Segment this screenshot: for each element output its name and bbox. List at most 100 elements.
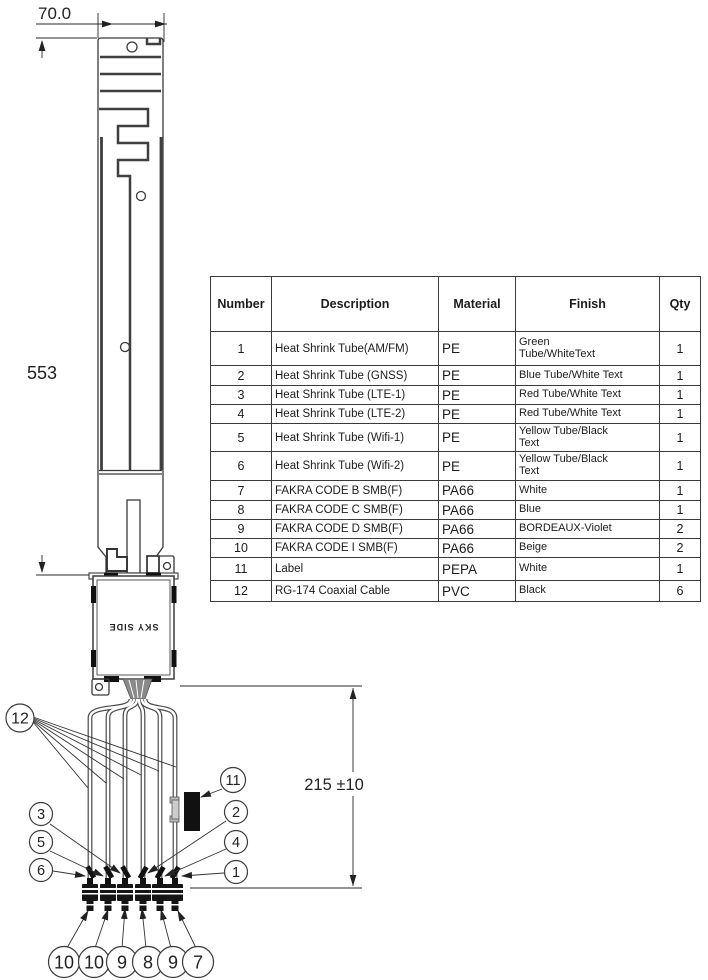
- balloon-bottom-4-text: 9: [168, 953, 178, 973]
- table-cell: Beige: [515, 538, 660, 558]
- pcb-lower-block: [146, 555, 160, 574]
- fakra-connectors: [82, 878, 183, 911]
- box-tab-bottom-left: [91, 678, 110, 696]
- table-cell: 7: [210, 480, 272, 501]
- table-cell: Green Tube/WhiteText: [515, 331, 660, 366]
- table-cell: Heat Shrink Tube(AM/FM): [271, 331, 439, 366]
- connector: [82, 878, 98, 911]
- table-cell: 6: [659, 580, 701, 602]
- balloon-bottom-0-text: 10: [54, 953, 74, 973]
- header-finish: Finish: [515, 276, 660, 332]
- balloon-2: 2: [223, 799, 249, 825]
- pcb-step-feature: [106, 548, 128, 572]
- table-cell: PE: [438, 331, 516, 366]
- balloon-12-text: 12: [11, 711, 29, 728]
- balloon-3: 3: [28, 801, 54, 827]
- table-cell: 2: [659, 519, 701, 539]
- table-cell: FAKRA CODE C SMB(F): [271, 500, 439, 520]
- header-material: Material: [438, 276, 516, 332]
- balloon-3-text: 3: [37, 807, 45, 823]
- dim-width-text: 70.0: [38, 4, 71, 23]
- table-cell: RG-174 Coaxial Cable: [271, 580, 439, 602]
- connector: [117, 878, 133, 911]
- table-cell: 5: [210, 423, 272, 452]
- table-cell: 2: [210, 365, 272, 386]
- balloon-1-text: 1: [232, 865, 240, 881]
- table-cell: 3: [210, 385, 272, 405]
- table-cell: Blue Tube/White Text: [515, 365, 660, 386]
- table-cell: 2: [659, 538, 701, 558]
- sky-side-box: SKY SIDE: [91, 575, 177, 696]
- pcb-lower-slot: [126, 499, 141, 575]
- table-cell: White: [515, 557, 660, 581]
- cable-funnel: [122, 678, 153, 700]
- table-cell: Blue: [515, 500, 660, 520]
- table-cell: 11: [210, 557, 272, 581]
- dimension-cable-length: 215 ±10: [180, 685, 372, 889]
- balloon-2-text: 2: [232, 805, 240, 821]
- table-cell: Red Tube/White Text: [515, 385, 660, 405]
- table-cell: 1: [659, 385, 701, 405]
- table-cell: PE: [438, 404, 516, 424]
- balloon-bottom-5: 7: [181, 945, 215, 979]
- table-cell: BORDEAUX-Violet: [515, 519, 660, 539]
- connector: [152, 878, 168, 911]
- balloon-bottom-1: 10: [77, 945, 111, 979]
- balloon-6-text: 6: [37, 863, 45, 879]
- dim-length-text: 553: [27, 363, 57, 383]
- balloon-bottom-5-text: 7: [193, 953, 203, 973]
- balloon-11: 11: [219, 766, 247, 794]
- table-cell: PE: [438, 451, 516, 481]
- table-cell: Heat Shrink Tube (LTE-1): [271, 385, 439, 405]
- heat-shrink-tubes: [85, 865, 181, 880]
- table-cell: Label: [271, 557, 439, 581]
- table-cell: FAKRA CODE B SMB(F): [271, 480, 439, 501]
- table-cell: PA66: [438, 480, 516, 501]
- table-cell: FAKRA CODE D SMB(F): [271, 519, 439, 539]
- balloon-6: 6: [28, 857, 54, 883]
- header-number: Number: [210, 276, 272, 332]
- table-cell: 1: [659, 557, 701, 581]
- table-cell: Red Tube/White Text: [515, 404, 660, 424]
- connector: [167, 878, 183, 911]
- pcb-meander-trace: [99, 107, 150, 470]
- balloon-11-text: 11: [225, 773, 240, 789]
- table-cell: PA66: [438, 500, 516, 520]
- sky-side-text: SKY SIDE: [109, 622, 159, 632]
- pcb-hole-mid1: [135, 190, 147, 202]
- table-cell: 1: [659, 480, 701, 501]
- table-cell: 1: [659, 365, 701, 386]
- table-cell: FAKRA CODE I SMB(F): [271, 538, 439, 558]
- coaxial-cables: [87, 698, 178, 886]
- connector: [100, 878, 116, 911]
- header-qty: Qty: [659, 276, 701, 332]
- table-cell: PEPA: [438, 557, 516, 581]
- balloon-bottom-1-text: 10: [84, 953, 104, 973]
- table-cell: 1: [659, 500, 701, 520]
- pcb-top-notch: [145, 38, 162, 46]
- table-cell: 1: [659, 331, 701, 366]
- balloon-12: 12: [5, 703, 35, 733]
- table-cell: Yellow Tube/Black Text: [515, 423, 660, 452]
- balloon-4: 4: [223, 829, 249, 855]
- table-cell: 6: [210, 451, 272, 481]
- leader-lines: [32, 716, 227, 949]
- table-cell: Heat Shrink Tube (Wifi-2): [271, 451, 439, 481]
- antenna-pcb: [88, 37, 179, 580]
- table-cell: Heat Shrink Tube (LTE-2): [271, 404, 439, 424]
- table-cell: 10: [210, 538, 272, 558]
- pcb-hole-mid2: [119, 341, 131, 353]
- balloon-bottom-2-text: 9: [117, 953, 127, 973]
- table-cell: White: [515, 480, 660, 501]
- table-cell: PVC: [438, 580, 516, 602]
- balloon-4-text: 4: [232, 835, 240, 851]
- table-cell: PE: [438, 385, 516, 405]
- table-cell: 1: [659, 423, 701, 452]
